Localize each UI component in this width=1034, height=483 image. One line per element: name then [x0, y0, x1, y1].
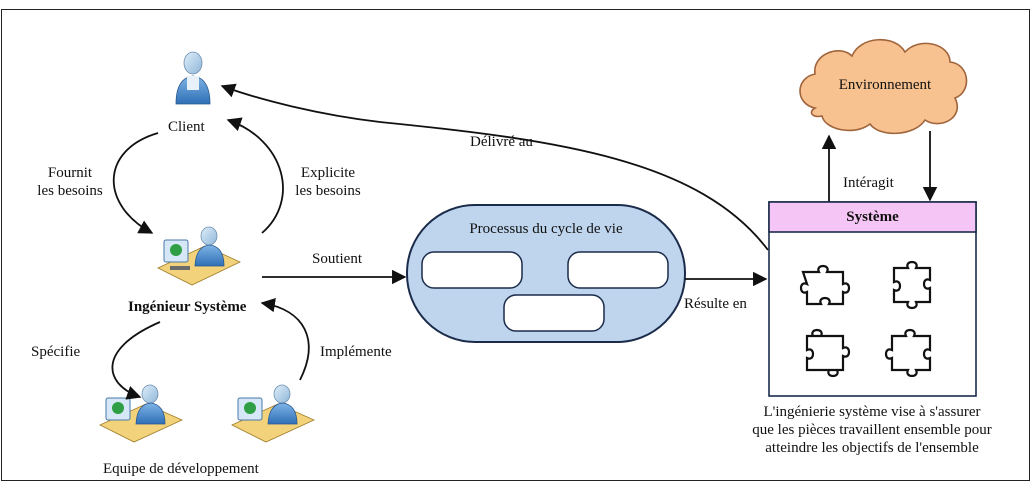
- caption-line1: L'ingénierie système vise à s'assurer: [763, 404, 981, 420]
- arrow-implements: [260, 297, 310, 381]
- system-box: [768, 201, 977, 397]
- diagram-frame: [1, 9, 1030, 481]
- implements-label: Implémente: [320, 344, 392, 360]
- explains-needs-line2: les besoins: [295, 183, 361, 199]
- dev-team-label: Equipe de développement: [103, 461, 259, 477]
- puzzle-piece-4: [884, 328, 932, 378]
- provides-needs-line2: les besoins: [37, 183, 103, 199]
- provides-needs-label: Fournit les besoins: [30, 164, 110, 200]
- specifies-label: Spécifie: [31, 344, 81, 360]
- environment-label: Environnement: [838, 77, 932, 93]
- process-step-2: [567, 251, 669, 289]
- developer-icon-1: [99, 384, 183, 443]
- puzzle-piece-1: [799, 264, 851, 306]
- explains-needs-label: Explicite les besoins: [283, 164, 373, 200]
- supports-label: Soutient: [312, 251, 363, 267]
- delivered-to-label: Délivré au: [470, 134, 533, 150]
- provides-needs-line1: Fournit: [47, 165, 93, 181]
- client-label: Client: [168, 119, 205, 135]
- explains-needs-line1: Explicite: [300, 165, 356, 181]
- puzzle-piece-2: [892, 260, 932, 310]
- caption-line2: que les pièces travaillent ensemble pour: [752, 422, 992, 438]
- system-header: [768, 201, 977, 233]
- process-step-1: [421, 251, 523, 289]
- arrow-explains-needs: [226, 117, 284, 234]
- caption-line3: atteindre les objectifs de l'ensemble: [765, 440, 979, 456]
- system-engineer-icon: [157, 226, 241, 286]
- client-icon: [175, 51, 211, 105]
- interacts-label: Intéragit: [843, 175, 894, 191]
- arrow-delivered-to: [220, 83, 769, 251]
- environment-cloud: [799, 38, 968, 135]
- system-title: Système: [846, 209, 899, 225]
- arrow-provides-needs: [112, 132, 159, 234]
- system-caption: L'ingénierie système vise à s'assurer qu…: [722, 403, 1022, 457]
- process-oval: [406, 204, 686, 343]
- puzzle-piece-3: [805, 328, 851, 378]
- process-title: Processus du cycle de vie: [469, 221, 623, 237]
- system-engineer-label: Ingénieur Système: [128, 299, 247, 315]
- developer-icon-2: [231, 384, 315, 443]
- results-in-label: Résulte en: [684, 296, 747, 312]
- arrow-specifies: [111, 321, 161, 400]
- process-step-3: [503, 294, 605, 332]
